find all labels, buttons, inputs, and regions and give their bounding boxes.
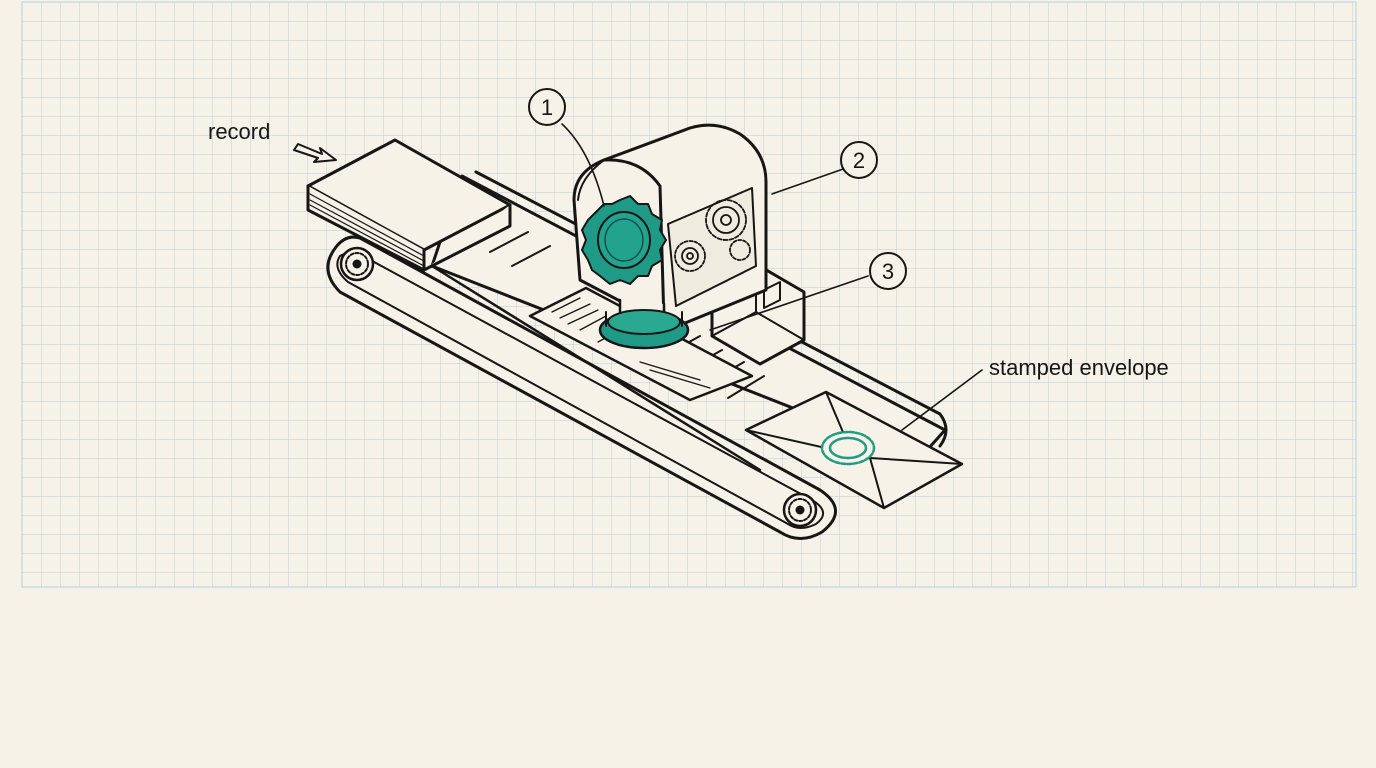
record-stack	[306, 138, 512, 272]
gears-icon	[674, 199, 751, 272]
seal-badge-icon	[581, 195, 667, 285]
input-label: record	[208, 119, 270, 144]
right-pulley-gear-icon	[782, 492, 818, 528]
callout-3-number: 3	[882, 259, 894, 284]
callout-2-number: 2	[853, 148, 865, 173]
leader-lines	[561, 123, 983, 431]
output-label: stamped envelope	[989, 355, 1169, 380]
callout-1	[528, 88, 566, 126]
envelope-seal-icon	[820, 430, 876, 466]
callout-2	[840, 141, 878, 179]
input-arrow-icon	[293, 143, 337, 163]
stamp-die	[598, 309, 690, 350]
callout-3	[869, 252, 907, 290]
callout-1-number: 1	[541, 95, 553, 120]
left-pulley-gear-icon	[339, 246, 375, 282]
